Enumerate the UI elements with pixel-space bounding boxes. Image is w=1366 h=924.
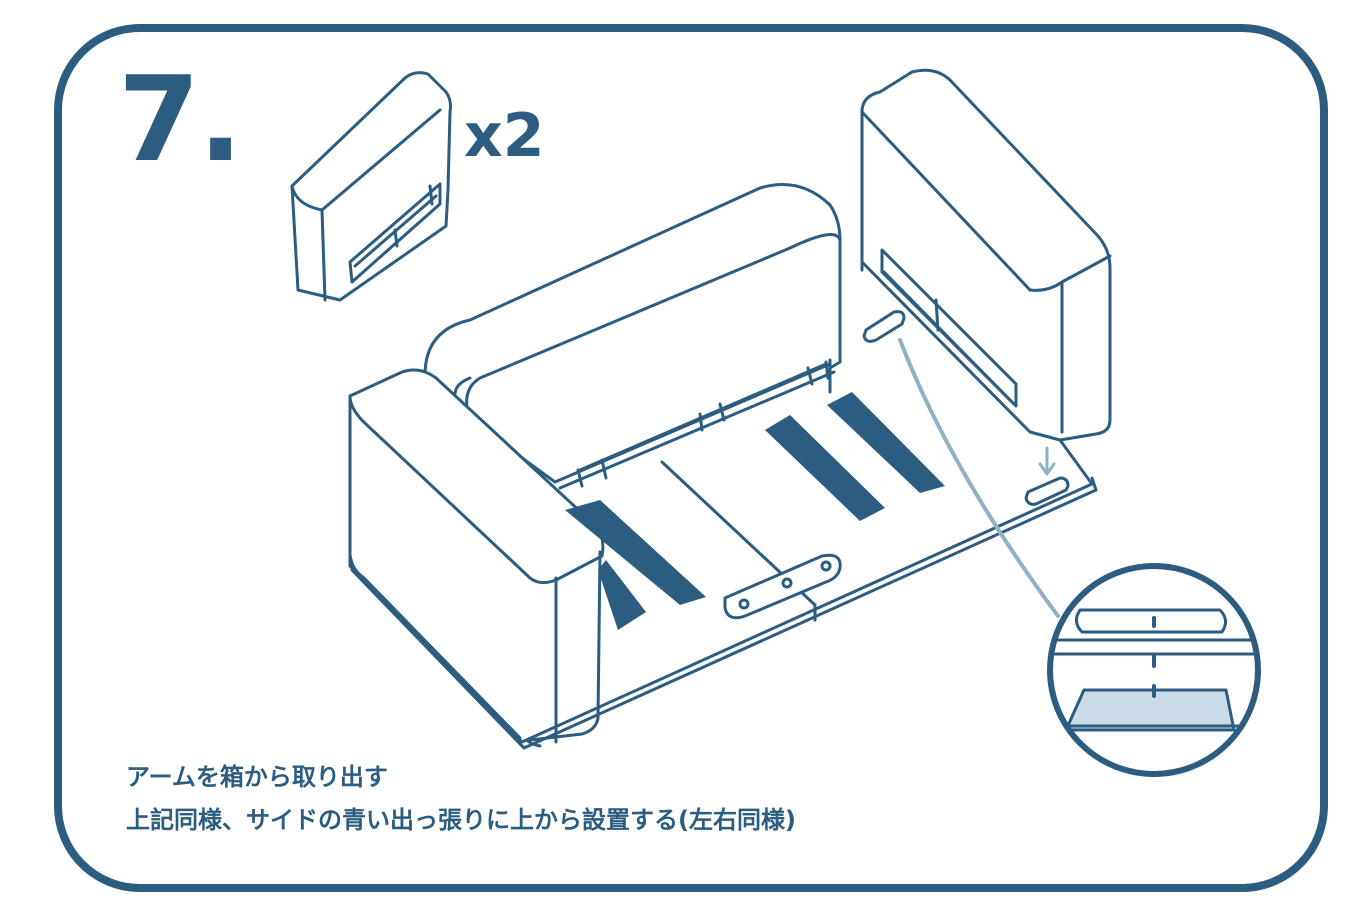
instruction-line-2: 上記同様、サイドの青い出っ張りに上から設置する(左右同様) — [126, 806, 796, 834]
instruction-card-border — [54, 24, 1328, 892]
quantity-label: x2 — [464, 101, 545, 171]
loose-arm-icon — [290, 71, 452, 302]
installed-arm-icon — [860, 68, 1112, 442]
step-number: 7. — [118, 50, 243, 188]
insert-arrow-icon — [1038, 446, 1056, 476]
instruction-line-1: アームを箱から取り出す — [126, 763, 388, 791]
detail-zoom-icon — [1047, 563, 1261, 777]
sofa-base-icon — [348, 183, 1098, 750]
